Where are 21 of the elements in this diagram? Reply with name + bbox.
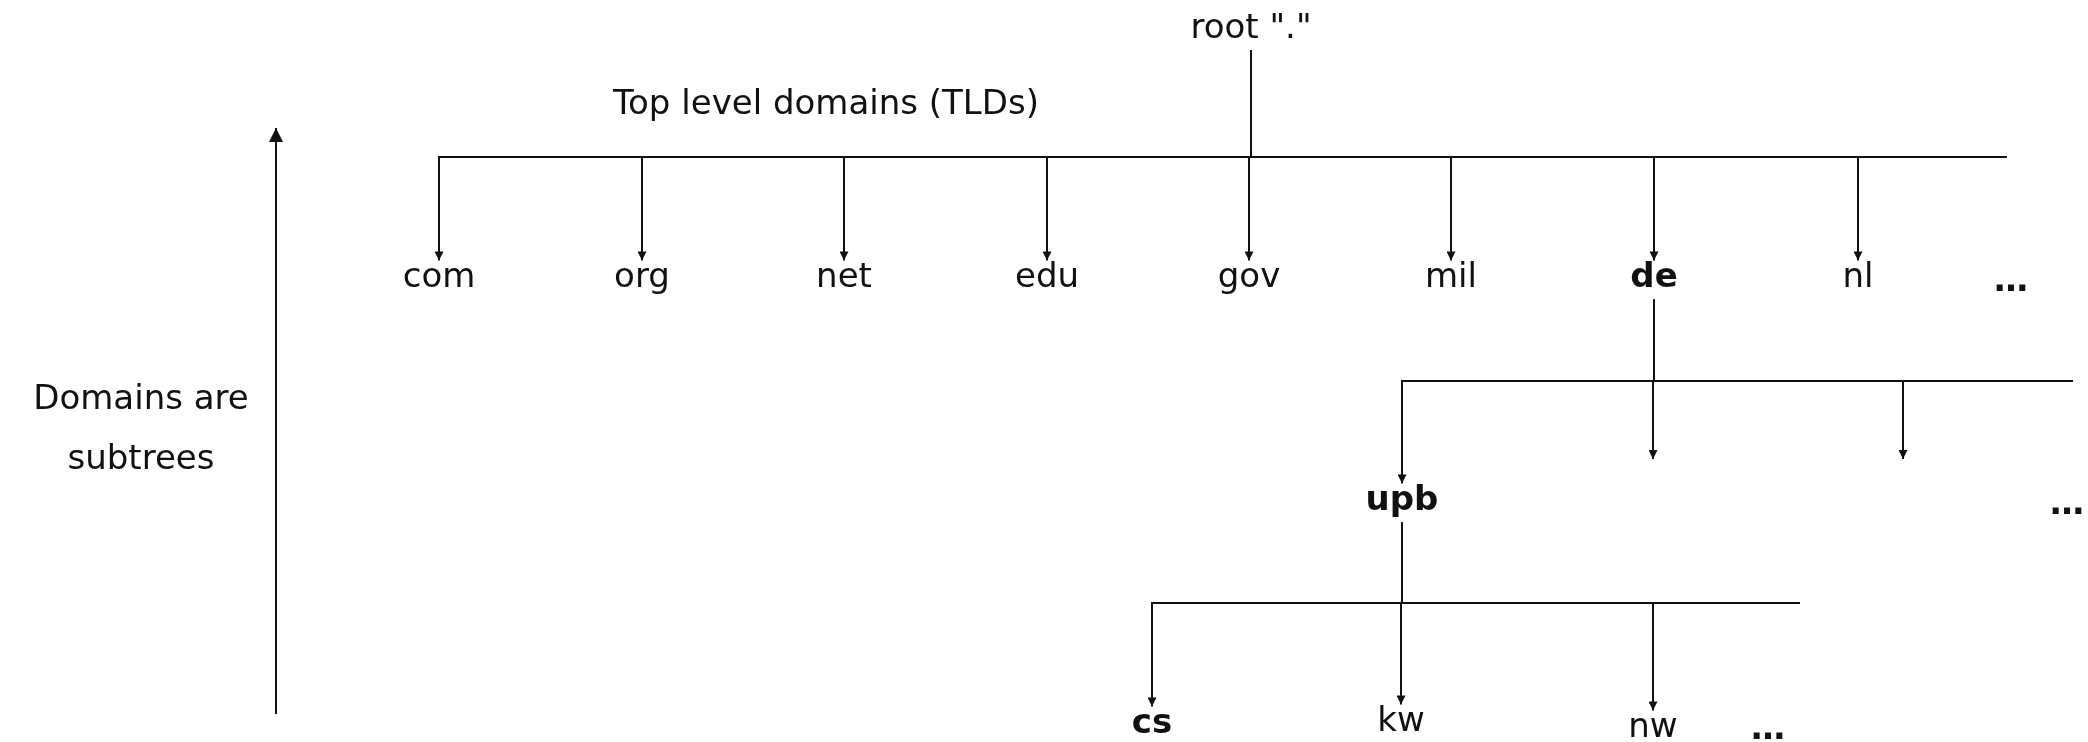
- node-label: com: [402, 256, 476, 296]
- heading-text: Top level domains (TLDs): [613, 83, 1039, 123]
- node-label: nw: [1628, 706, 1678, 742]
- node-label: mil: [1425, 256, 1477, 296]
- ellipsis-text: …: [1994, 260, 2028, 300]
- node-label: kw: [1377, 700, 1425, 740]
- node-label: root ".": [1190, 7, 1312, 47]
- node-label: net: [816, 256, 872, 296]
- node-label: cs: [1131, 702, 1173, 742]
- node-label: gov: [1217, 256, 1281, 296]
- node-label: edu: [1014, 256, 1080, 296]
- node-label: org: [614, 256, 670, 296]
- ellipsis-text: …: [2050, 483, 2084, 523]
- node-label: de: [1630, 256, 1678, 296]
- node-label: upb: [1365, 479, 1439, 519]
- arrow: [1653, 298, 1908, 460]
- axis-label: Domains are subtrees: [32, 375, 250, 478]
- arrow: [1250, 49, 1863, 262]
- node-label: nl: [1842, 256, 1874, 296]
- arrow: [1401, 521, 1658, 712]
- ellipsis-text: …: [1751, 708, 1785, 742]
